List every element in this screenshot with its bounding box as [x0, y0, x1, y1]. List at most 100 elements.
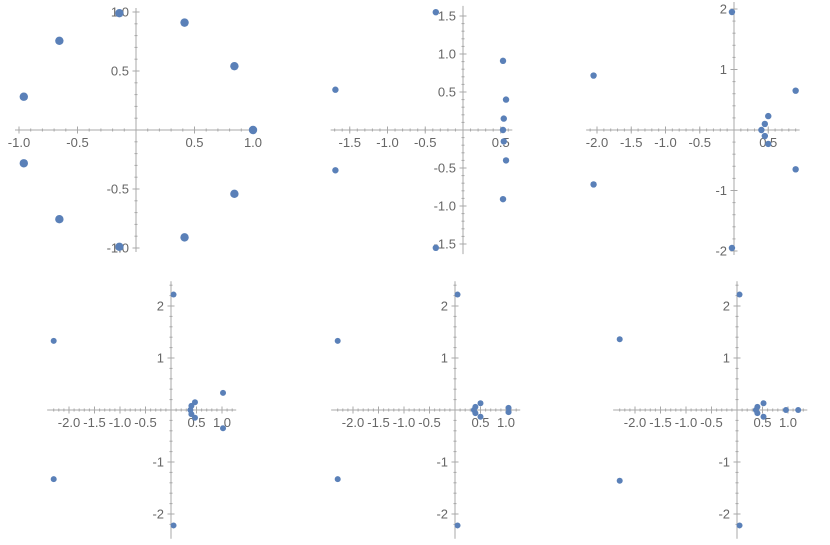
- data-point: [502, 96, 510, 103]
- data-point: [180, 233, 189, 242]
- data-point: [500, 115, 507, 122]
- data-point: [472, 410, 479, 417]
- data-point: [782, 407, 789, 413]
- x-tick-label: 1.0: [497, 415, 515, 430]
- y-tick-label: 0.5: [438, 85, 456, 100]
- data-point: [454, 522, 461, 529]
- data-point: [795, 407, 802, 413]
- data-point: [761, 120, 769, 128]
- y-tick-label: -2: [718, 507, 730, 522]
- scatter-panel-3: -2.0-1.5-1.0-0.50.521-1-2: [586, 2, 800, 259]
- x-tick-label: -0.5: [689, 135, 711, 150]
- y-tick-label: 1: [723, 351, 730, 366]
- x-tick-label: -0.5: [700, 415, 722, 430]
- data-point: [499, 195, 507, 203]
- data-point: [736, 291, 743, 298]
- data-point: [230, 189, 239, 199]
- x-tick-label: -2.0: [624, 415, 646, 430]
- data-point: [332, 167, 339, 174]
- data-point: [432, 9, 440, 16]
- x-tick-label: -1.5: [620, 135, 642, 150]
- data-point: [115, 242, 124, 252]
- x-tick-label: 1.0: [779, 415, 797, 430]
- data-point: [55, 215, 64, 224]
- data-point: [230, 61, 239, 71]
- x-tick-label: -2.0: [586, 135, 608, 150]
- data-point: [191, 414, 198, 421]
- x-tick-label: -1.5: [649, 415, 671, 430]
- y-tick-label: 1.0: [438, 47, 456, 62]
- data-point: [334, 476, 341, 483]
- data-point: [334, 337, 341, 344]
- y-tick-label: 2: [441, 299, 448, 314]
- y-tick-label: -2: [152, 507, 164, 522]
- data-point: [505, 409, 512, 416]
- x-tick-label: -0.5: [134, 415, 156, 430]
- y-tick-label: -1: [715, 183, 727, 198]
- x-tick-label: 0.5: [471, 415, 489, 430]
- data-point: [50, 476, 57, 483]
- y-tick-label: -1: [436, 455, 448, 470]
- data-point: [220, 389, 227, 396]
- x-tick-label: 0.5: [492, 135, 510, 150]
- data-point: [499, 126, 507, 134]
- x-tick-label: 1.0: [244, 135, 262, 150]
- y-tick-label: -1: [718, 455, 730, 470]
- x-tick-label: -1.0: [376, 135, 398, 150]
- data-point: [19, 159, 28, 168]
- y-tick-label: -2: [715, 244, 727, 259]
- y-tick-label: 1.5: [438, 9, 456, 24]
- y-tick-label: 2: [157, 299, 164, 314]
- data-point: [761, 132, 769, 140]
- y-tick-label: 0.5: [111, 64, 129, 79]
- y-tick-label: -1: [152, 455, 164, 470]
- data-point: [616, 477, 623, 484]
- data-point: [728, 244, 736, 252]
- data-point: [477, 400, 484, 407]
- data-point: [50, 337, 57, 344]
- x-tick-label: 0.5: [753, 415, 771, 430]
- x-tick-label: -2.0: [342, 415, 364, 430]
- data-point: [792, 87, 799, 94]
- x-tick-label: -1.5: [339, 135, 361, 150]
- data-point: [454, 291, 461, 298]
- data-point: [505, 404, 512, 411]
- y-tick-label: -1.5: [434, 237, 456, 252]
- x-tick-label: -1.0: [393, 415, 415, 430]
- data-point: [477, 413, 484, 420]
- data-point: [19, 92, 28, 101]
- scatter-panel-1: -1.0-0.50.51.01.00.5-0.5-1.0: [8, 5, 262, 256]
- data-point: [754, 410, 761, 417]
- data-point: [590, 72, 597, 79]
- data-point: [115, 8, 124, 18]
- data-point: [616, 336, 623, 343]
- y-tick-label: 1: [157, 351, 164, 366]
- data-point: [499, 57, 507, 65]
- x-tick-label: -1.0: [8, 135, 30, 150]
- data-point: [180, 18, 189, 27]
- data-point: [55, 36, 64, 45]
- data-point: [792, 166, 799, 173]
- x-tick-label: -1.5: [83, 415, 105, 430]
- data-point: [728, 8, 736, 16]
- x-tick-label: -1.0: [675, 415, 697, 430]
- y-tick-label: 2: [720, 2, 727, 17]
- x-tick-label: 0.5: [187, 415, 205, 430]
- data-point: [332, 86, 339, 93]
- x-tick-label: -1.5: [367, 415, 389, 430]
- x-tick-label: -1.0: [654, 135, 676, 150]
- data-point: [170, 291, 177, 298]
- y-tick-label: 1: [720, 62, 727, 77]
- data-point: [758, 126, 765, 134]
- data-point: [765, 140, 772, 148]
- data-point: [170, 522, 177, 529]
- data-point: [590, 181, 597, 188]
- data-point: [248, 125, 258, 135]
- data-point: [736, 522, 743, 529]
- data-point: [500, 138, 507, 145]
